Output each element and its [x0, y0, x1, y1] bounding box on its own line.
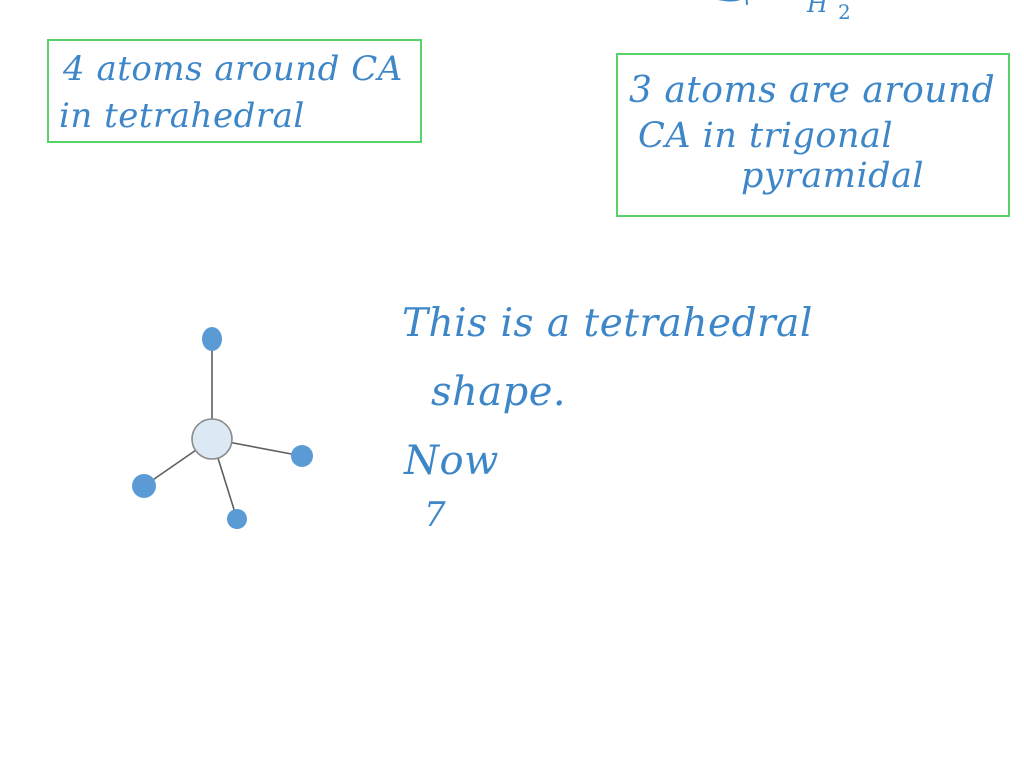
- top-formula-text: H: [807, 0, 828, 18]
- outer-atom-right: [291, 445, 313, 467]
- main-note-line-3: Now: [404, 438, 499, 484]
- tetrahedral-note-box: 4 atoms around CA in tetrahedral: [47, 39, 422, 143]
- central-atom: [191, 418, 233, 460]
- tetrahedral-note-line-1: 4 atoms around CA: [63, 49, 403, 89]
- top-formula-fragment: H 2: [712, 0, 972, 28]
- trigonal-pyramidal-note-box: 3 atoms are around CA in trigonal pyrami…: [616, 53, 1010, 217]
- outer-atom-top: [202, 327, 222, 351]
- trigonal-note-line-1: 3 atoms are around: [629, 70, 996, 111]
- molecule-svg: [132, 327, 313, 529]
- tetrahedral-note-line-2: in tetrahedral: [59, 96, 305, 136]
- top-edge-strokes: [717, 0, 748, 5]
- tetrahedral-molecule-diagram: [120, 315, 330, 540]
- main-note-line-4: 7: [424, 495, 447, 535]
- main-note-line-1: This is a tetrahedral: [402, 301, 813, 346]
- main-note-line-2: shape.: [431, 369, 567, 415]
- outer-atom-left: [132, 474, 156, 498]
- outer-atom-bottom: [227, 509, 247, 529]
- trigonal-note-line-3: pyramidal: [741, 156, 925, 196]
- trigonal-note-line-2: CA in trigonal: [638, 116, 894, 156]
- top-formula-subscript: 2: [838, 0, 851, 24]
